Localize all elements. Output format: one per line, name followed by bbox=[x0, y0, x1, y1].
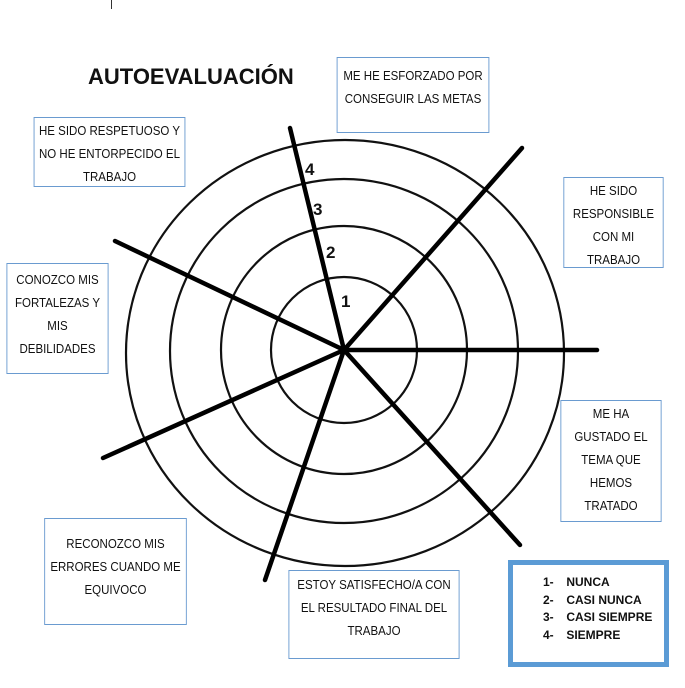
legend-item-1: 1- NUNCA bbox=[543, 575, 610, 589]
page-title: AUTOEVALUACIÓN bbox=[88, 64, 294, 89]
spoke-bottom bbox=[262, 347, 347, 583]
legend-item-3: 3- CASI SIEMPRE bbox=[543, 610, 653, 624]
spoke-upper-left bbox=[112, 238, 347, 353]
ring-label-4: 4 bbox=[305, 160, 315, 179]
criterion-satisfecho: ESTOY SATISFECHO/A CON EL RESULTADO FINA… bbox=[288, 570, 460, 659]
legend-item-4: 4- SIEMPRE bbox=[543, 627, 621, 642]
scale-legend: 1- NUNCA 2- CASI NUNCA 3- CASI SIEMPRE 4… bbox=[508, 560, 669, 667]
spoke-top bbox=[287, 125, 347, 353]
spoke-lower-right bbox=[341, 347, 523, 548]
criterion-tema: ME HA GUSTADO EL TEMA QUE HEMOS TRATADO bbox=[560, 400, 662, 522]
ring-4 bbox=[124, 138, 566, 568]
ring-label-1: 1 bbox=[341, 292, 350, 311]
criterion-errores: RECONOZCO MIS ERRORES CUANDO ME EQUIVOCO bbox=[44, 518, 187, 625]
text-cursor-mark bbox=[111, 0, 112, 9]
legend-item-2: 2- CASI NUNCA bbox=[543, 592, 642, 607]
wheel-spokes bbox=[100, 125, 600, 583]
ring-number-labels: 1 2 3 4 bbox=[305, 160, 350, 311]
criterion-esforzado: ME HE ESFORZADO POR CONSEGUIR LAS METAS bbox=[336, 57, 490, 133]
spoke-upper-right bbox=[341, 145, 525, 353]
ring-label-2: 2 bbox=[326, 243, 335, 262]
criterion-respetuoso: HE SIDO RESPETUOSO Y NO HE ENTORPECIDO E… bbox=[33, 117, 186, 187]
ring-label-3: 3 bbox=[313, 200, 322, 219]
criterion-fortalezas: CONOZCO MIS FORTALEZAS Y MIS DEBILIDADES bbox=[6, 263, 109, 374]
spoke-lower-left bbox=[100, 347, 347, 461]
criterion-responsable: HE SIDO RESPONSIBLE CON MI TRABAJO bbox=[563, 177, 664, 268]
